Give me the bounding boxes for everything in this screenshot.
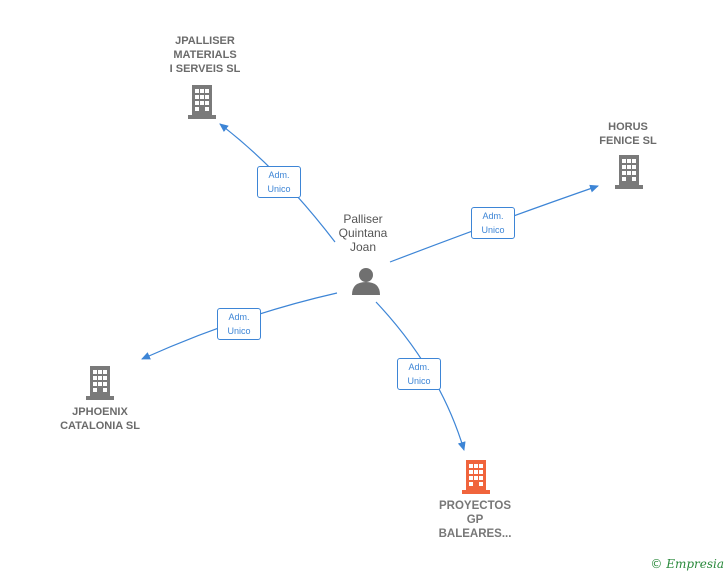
brand-name: Empresia — [666, 557, 724, 571]
company-label-jphoenix[interactable]: JPHOENIX CATALONIA SL — [60, 406, 140, 432]
relation-label-horus: Adm. Unico — [471, 207, 515, 239]
building-icon[interactable] — [86, 366, 114, 400]
company-label-jpalliser[interactable]: JPALLISER MATERIALS I SERVEIS SL — [169, 35, 241, 75]
relation-label-proyectos: Adm. Unico — [397, 358, 441, 390]
company-label-horus[interactable]: HORUS FENICE SL — [599, 121, 657, 147]
building-icon[interactable] — [615, 155, 643, 189]
person-label[interactable]: Palliser Quintana Joan — [338, 212, 388, 254]
building-icon[interactable] — [462, 460, 490, 494]
copyright-symbol: © — [650, 557, 663, 571]
relation-label-jpalliser: Adm. Unico — [257, 166, 301, 198]
empresia-watermark: © Empresia — [650, 557, 724, 571]
company-label-proyectos[interactable]: PROYECTOS GP BALEARES... — [438, 500, 512, 540]
relation-label-jphoenix: Adm. Unico — [217, 308, 261, 340]
building-icon[interactable] — [188, 85, 216, 119]
person-icon[interactable] — [352, 268, 380, 295]
